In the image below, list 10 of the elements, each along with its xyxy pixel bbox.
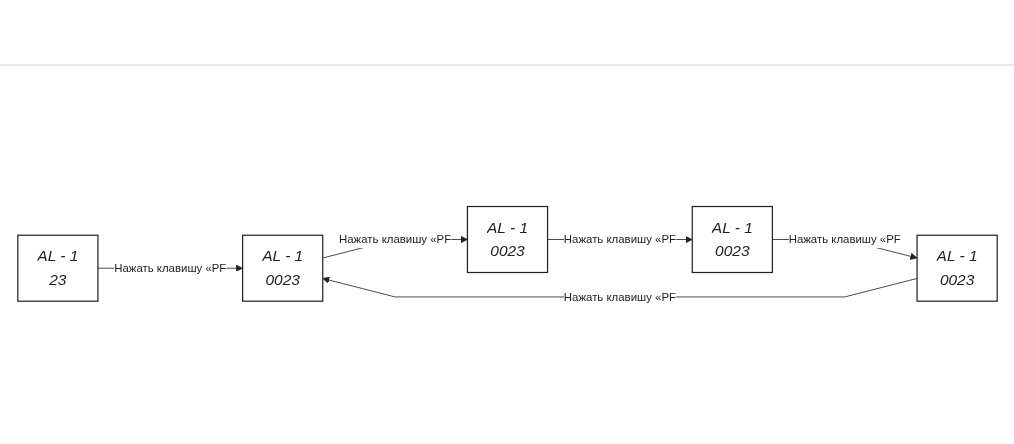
edge-label: Нажать клавишу «PF xyxy=(338,232,451,246)
edge-label: Нажать клавишу «PF xyxy=(788,232,901,246)
edge-label: Нажать клавишу «PF xyxy=(563,232,676,246)
node-box: AL - 1 0023 xyxy=(466,205,548,274)
node-box: AL - 1 23 xyxy=(16,234,99,302)
node-box: AL - 1 0023 xyxy=(915,234,998,302)
node-box: AL - 1 0023 xyxy=(241,234,323,302)
node-box: AL - 1 0023 xyxy=(691,205,773,274)
edge-label: Нажать клавишу «PF xyxy=(563,290,676,304)
edge-label: Нажать клавишу «PF xyxy=(113,261,226,275)
